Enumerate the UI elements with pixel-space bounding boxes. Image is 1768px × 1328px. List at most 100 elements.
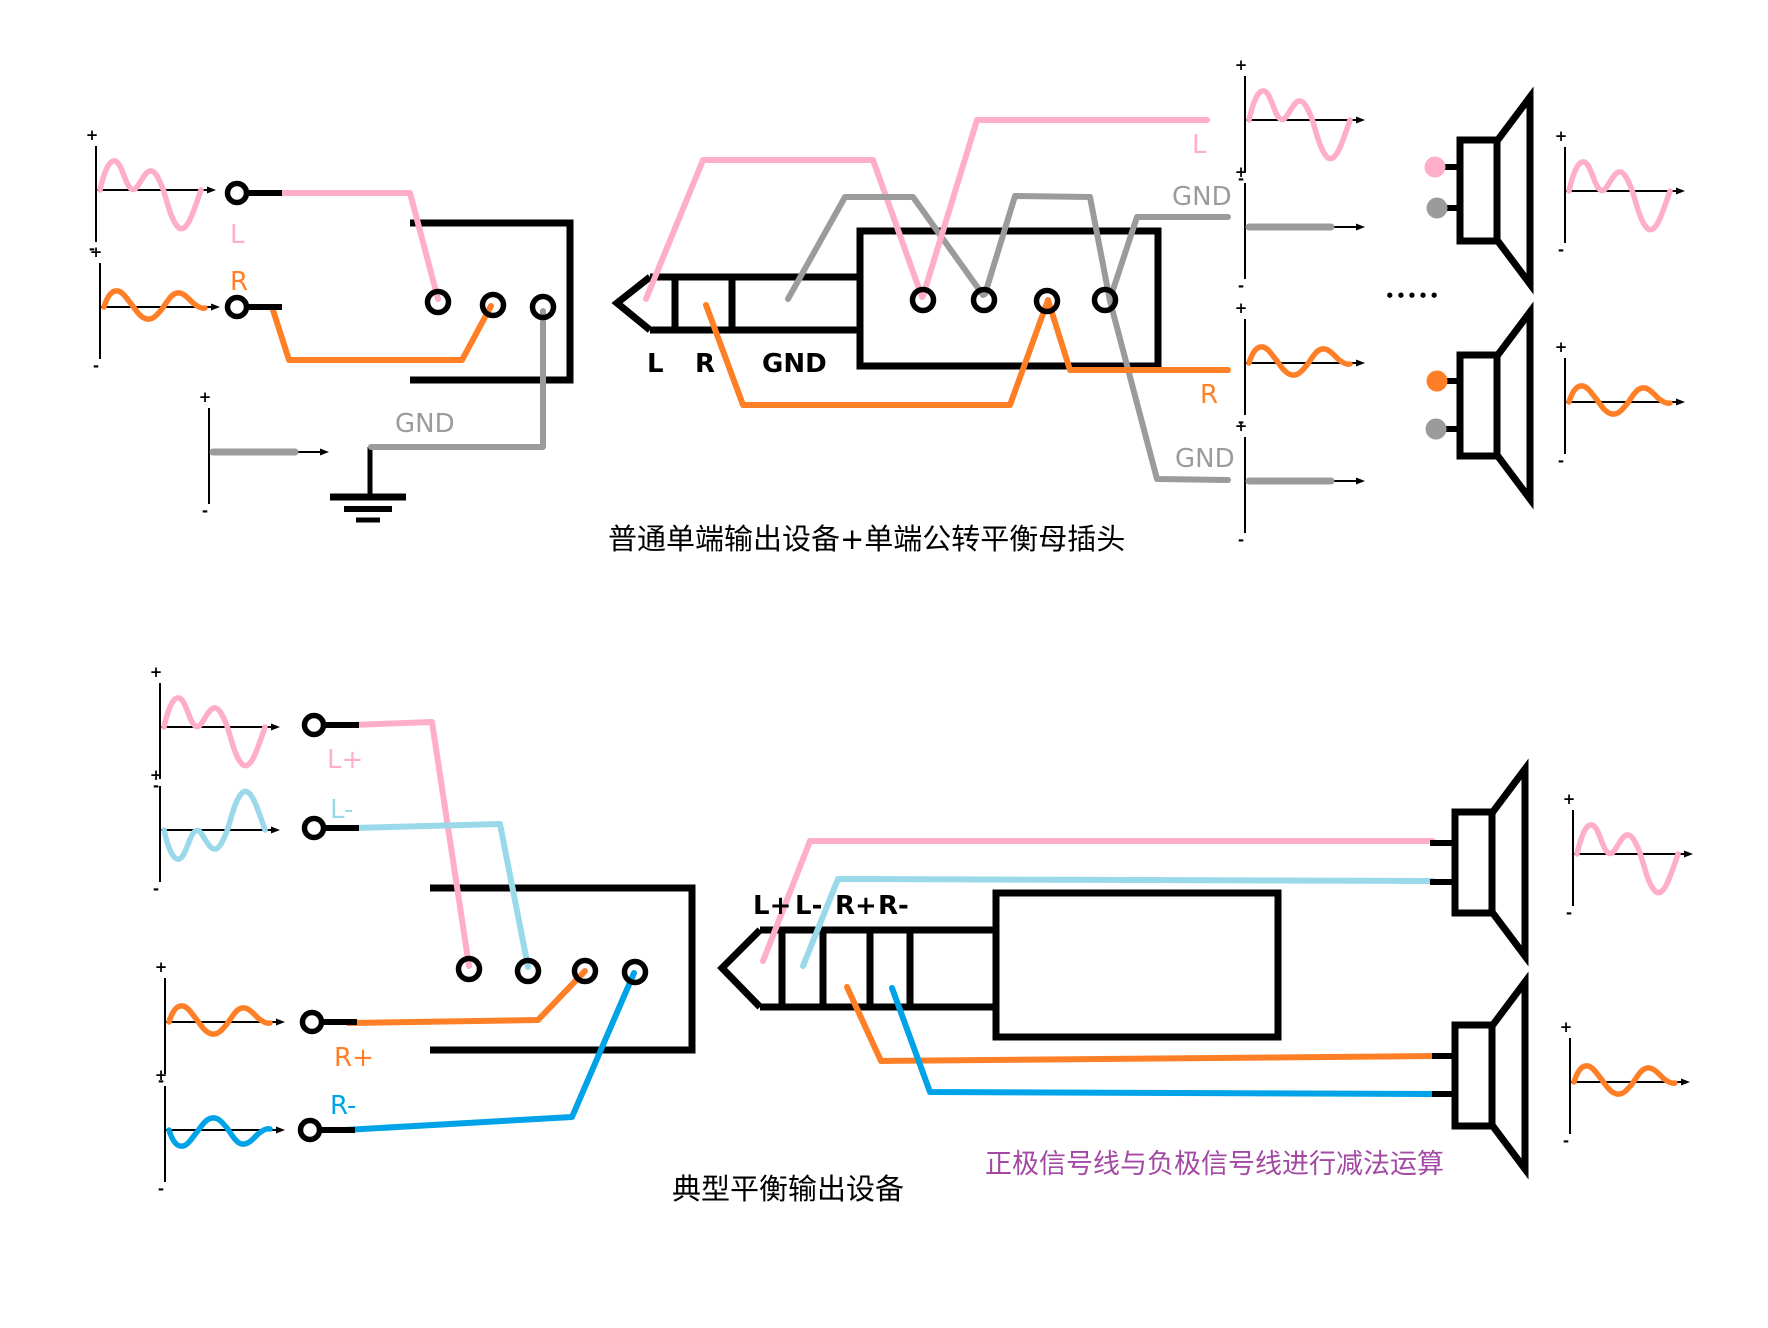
plus-sign: + <box>199 388 212 406</box>
minus-sign: - <box>202 502 208 520</box>
plot-gnd-out-bottom: + - <box>1235 417 1366 549</box>
plus-sign: + <box>155 1066 168 1084</box>
rm-input-wire <box>342 970 637 1133</box>
plus-sign: + <box>155 958 168 976</box>
plot-rm-input: + - <box>155 1066 286 1198</box>
plot-rp-input: + - <box>155 958 286 1090</box>
minus-sign: - <box>1558 452 1564 470</box>
plot-speaker-right-out: + - <box>1555 338 1686 470</box>
lm-input-wire <box>349 821 531 970</box>
plug-r-label: R <box>695 349 715 379</box>
plus-sign: + <box>1235 417 1248 435</box>
bottom-diagram-title: 典型平衡输出设备 <box>672 1172 904 1206</box>
plug-gnd-label: GND <box>762 349 827 379</box>
l-output-wire <box>920 117 1210 299</box>
r-output-wire <box>703 297 1231 408</box>
top-out-gnd-top-label: GND <box>1172 182 1232 212</box>
top-out-l-label: L <box>1192 130 1207 160</box>
plus-sign: + <box>1235 299 1248 317</box>
l-terminal <box>228 184 283 203</box>
rp-terminal <box>303 1013 358 1032</box>
plus-sign: + <box>1235 56 1248 74</box>
plus-sign: + <box>1563 790 1576 808</box>
plus-sign: + <box>1235 163 1248 181</box>
minus-sign: - <box>158 1072 164 1090</box>
bottom-jack-holes <box>459 959 646 983</box>
speaker-terminal-gray-dot <box>1425 418 1447 440</box>
minus-sign: - <box>153 777 159 795</box>
balanced-plug-body-box <box>992 889 1282 1041</box>
bottom-rp-label: R+ <box>334 1043 374 1073</box>
plus-sign: + <box>90 243 103 261</box>
lp-terminal <box>305 716 360 735</box>
plus-sign: + <box>86 126 99 144</box>
speaker-terminal-gray-dot <box>1426 197 1448 219</box>
plot-bottom-speaker-left-out: + - <box>1563 790 1694 922</box>
bottom-wires <box>342 719 1436 1133</box>
plug-tip-to-hole1-wire <box>643 157 925 302</box>
gnd-upper-out-wire <box>1107 214 1231 302</box>
plot-bottom-speaker-right-out: + - <box>1560 1018 1691 1150</box>
top-source-device-box <box>410 219 574 384</box>
rm-terminal <box>301 1121 356 1140</box>
rm-output-wire <box>889 985 1436 1097</box>
top-diagram-single-ended: + - + - + - + - + - <box>86 56 1686 556</box>
minus-sign: - <box>153 880 159 898</box>
top-trs-plug <box>611 273 860 334</box>
top-gnd-label-source: GND <box>395 409 455 439</box>
plus-sign: + <box>150 766 163 784</box>
gnd-bridge-and-lower-out-wire <box>982 193 1231 483</box>
bottom-source-device-box <box>430 884 696 1054</box>
plus-sign: + <box>150 663 163 681</box>
plus-sign: + <box>1555 338 1568 356</box>
plug-rp-label: R+ <box>835 891 877 921</box>
minus-sign: - <box>1563 1132 1569 1150</box>
bottom-diagram-balanced: + - + - + - + - + - <box>150 663 1694 1206</box>
minus-sign: - <box>89 240 95 258</box>
minus-sign: - <box>93 357 99 375</box>
plot-r-input: + - <box>90 243 221 375</box>
plot-r-out: + - <box>1235 299 1366 431</box>
bottom-speaker-right <box>1432 982 1525 1169</box>
plug-lp-label: L+ <box>753 891 791 921</box>
top-out-r-label: R <box>1200 380 1218 410</box>
plot-lp-input: + - <box>150 663 281 795</box>
plot-gnd-source: + - <box>199 388 330 520</box>
plot-l-out: + - <box>1235 56 1366 188</box>
rp-output-wire <box>844 984 1436 1064</box>
speaker-terminal-pink-dot <box>1424 156 1446 178</box>
top-diagram-title: 普通单端输出设备+单端公转平衡母插头 <box>608 522 1125 556</box>
bottom-lp-label: L+ <box>327 745 363 775</box>
minus-sign: - <box>1238 170 1244 188</box>
bottom-rm-label: R- <box>330 1091 356 1121</box>
plus-sign: + <box>1555 127 1568 145</box>
speaker-terminal-orange-dot <box>1426 370 1448 392</box>
bottom-balanced-plug <box>717 926 996 1011</box>
minus-sign: - <box>1238 277 1244 295</box>
plus-sign: + <box>1560 1018 1573 1036</box>
plot-lm-input: + - <box>150 766 281 898</box>
ground-symbol <box>330 447 406 523</box>
gnd-wire-to-ground <box>368 308 546 450</box>
minus-sign: - <box>1238 413 1244 431</box>
top-r-label: R <box>230 267 248 297</box>
top-out-gnd-bottom-label: GND <box>1175 444 1235 474</box>
lp-output-wire <box>760 838 1436 964</box>
top-speaker-right <box>1425 312 1531 499</box>
minus-sign: - <box>1566 904 1572 922</box>
minus-sign: - <box>158 1180 164 1198</box>
top-l-label: L <box>230 220 245 250</box>
rp-input-wire <box>345 968 588 1026</box>
top-speaker-left <box>1424 97 1531 284</box>
plug-rm-label: R- <box>878 891 909 921</box>
bottom-speaker-left <box>1430 769 1525 956</box>
plot-gnd-out-top: + - <box>1235 163 1366 295</box>
bottom-lm-label: L- <box>330 795 353 825</box>
r-input-wire <box>269 303 494 363</box>
plug-lm-label: L- <box>795 891 822 921</box>
minus-sign: - <box>1238 531 1244 549</box>
plug-sleeve-to-hole2-wire <box>785 194 986 302</box>
plug-l-label: L <box>647 349 664 379</box>
